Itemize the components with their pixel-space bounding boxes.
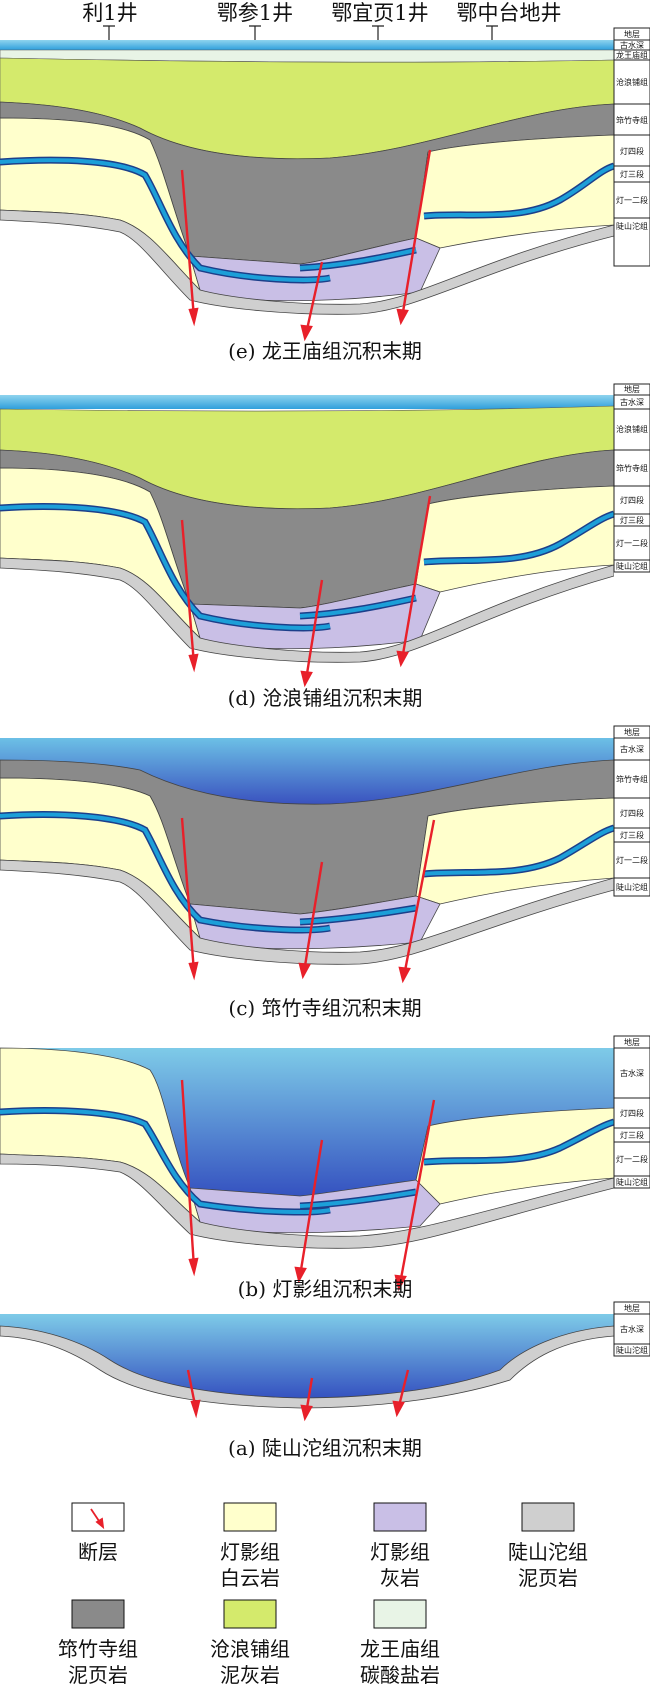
- legend-label-4a: 筇竹寺组: [58, 1637, 138, 1661]
- panel-e-strata-7: 陡山沱组: [616, 221, 648, 231]
- panel-c-section: [0, 738, 614, 984]
- legend-swatch-carbonate: [373, 1599, 427, 1629]
- panel-c-strata-3: 灯三段: [620, 830, 644, 840]
- panel-c-water: [0, 738, 614, 805]
- well-label-eyiye1: 鄂宜页1井: [331, 1, 428, 25]
- panel-b-strata-column: 地层 古水深 灯四段 灯三段 灯一二段 陡山沱组: [613, 1035, 650, 1189]
- panel-c-strata-4: 灯一二段: [616, 855, 648, 865]
- panel-d-strata-0: 古水深: [620, 397, 644, 407]
- well-label-li1: 利1井: [82, 1, 137, 25]
- panel-d-strata-2: 筇竹寺组: [616, 463, 648, 473]
- legend-label-3b: 泥页岩: [518, 1566, 578, 1590]
- panel-e-strata-3: 筇竹寺组: [616, 115, 648, 125]
- panel-c-strata-1: 筇竹寺组: [616, 774, 648, 784]
- panel-d-caption: (d) 沧浪铺组沉积末期: [228, 686, 423, 710]
- panel-b-strata-0: 古水深: [620, 1068, 644, 1078]
- panel-b-strata-3: 灯一二段: [616, 1154, 648, 1164]
- panel-d-section: [0, 395, 614, 688]
- legend-fault-icon: [90, 1508, 105, 1530]
- panel-b-section: [0, 1047, 614, 1292]
- panel-c-faults: [180, 817, 436, 984]
- panel-c-caption: (c) 筇竹寺组沉积末期: [228, 996, 421, 1020]
- panel-e-strata-column: 地层 古水深 龙王庙组 沧浪铺组 筇竹寺组 灯四段 灯三段 灯一二段 陡山沱组: [613, 27, 650, 267]
- panel-a-strata-0: 古水深: [620, 1324, 644, 1334]
- panel-a-header: 地层: [624, 1303, 640, 1313]
- legend-swatch-marl: [223, 1599, 277, 1629]
- panel-d-water: [0, 395, 614, 409]
- panel-e-strata-0: 古水深: [620, 40, 644, 50]
- panel-b-strata-1: 灯四段: [620, 1108, 644, 1118]
- well-labels: 利1井 鄂参1井 鄂宜页1井 鄂中台地井: [82, 1, 561, 25]
- panel-b-strata-4: 陡山沱组: [616, 1177, 648, 1187]
- well-marker-li1: [103, 25, 115, 40]
- well-markers: [103, 25, 498, 40]
- legend: 断层 灯影组 白云岩 灯影组 灰岩 陡山沱组 泥页岩 筇竹寺组 泥页岩 沧浪铺组…: [58, 1502, 588, 1685]
- well-marker-eyiye1: [372, 25, 384, 40]
- panel-e-water: [0, 40, 614, 50]
- panel-c-strata-2: 灯四段: [620, 808, 644, 818]
- well-label-ecan1: 鄂参1井: [217, 1, 293, 25]
- legend-swatch-shale-qzs: [71, 1599, 125, 1629]
- legend-label-4b: 泥页岩: [68, 1663, 128, 1685]
- legend-label-5b: 泥灰岩: [220, 1663, 280, 1685]
- panel-e-strata-2: 沧浪铺组: [616, 77, 648, 87]
- panel-e-blue-marker-left-inner: [0, 158, 331, 282]
- panel-b-water: [0, 1048, 614, 1196]
- legend-label-6a: 龙王庙组: [360, 1637, 440, 1661]
- panel-c-header: 地层: [624, 727, 640, 737]
- legend-swatch-limestone: [373, 1502, 427, 1532]
- panel-e-strata-5: 灯三段: [620, 169, 644, 179]
- panel-b-faults: [180, 1079, 436, 1292]
- panel-e-section: [0, 40, 614, 342]
- panel-c-strata-5: 陡山沱组: [616, 882, 648, 892]
- legend-label-2b: 灰岩: [380, 1566, 420, 1590]
- panel-e-blue-marker-right-inner: [299, 164, 614, 270]
- legend-swatch-dolomite: [223, 1502, 277, 1532]
- panel-b-strata-2: 灯三段: [620, 1130, 644, 1140]
- panel-e-caption: (e) 龙王庙组沉积末期: [228, 339, 422, 363]
- panel-d-blue-marker: [0, 504, 614, 630]
- panel-a-water: [0, 1314, 614, 1398]
- panel-e-faults: [180, 149, 432, 342]
- panel-b-header: 地层: [624, 1037, 640, 1047]
- legend-label-2a: 灯影组: [370, 1540, 430, 1564]
- legend-label-5a: 沧浪铺组: [210, 1637, 290, 1661]
- panel-b-caption: (b) 灯影组沉积末期: [238, 1277, 413, 1301]
- panel-d-header: 地层: [624, 384, 640, 394]
- panel-d-strata-5: 灯一二段: [616, 538, 648, 548]
- legend-label-6b: 碳酸盐岩: [360, 1663, 440, 1685]
- legend-swatch-fault: [71, 1502, 125, 1532]
- panel-a-faults: [186, 1369, 410, 1422]
- legend-label-0: 断层: [78, 1540, 118, 1564]
- legend-label-1b: 白云岩: [220, 1566, 280, 1590]
- panel-d-shale-dsh: [0, 557, 614, 663]
- well-marker-ecan1: [249, 25, 261, 40]
- panel-a-caption: (a) 陡山沱组沉积末期: [228, 1436, 422, 1460]
- panel-d-faults: [180, 495, 432, 688]
- panel-e-header: 地层: [624, 29, 640, 39]
- panel-d-strata-3: 灯四段: [620, 495, 644, 505]
- panel-b-shale-dsh: [0, 1153, 614, 1249]
- panel-c-strata-0: 古水深: [620, 744, 644, 754]
- well-label-ezhongtaidi: 鄂中台地井: [457, 1, 562, 25]
- panel-c-strata-column: 地层 古水深 筇竹寺组 灯四段 灯三段 灯一二段 陡山沱组: [613, 725, 650, 897]
- panel-d-strata-column: 地层 古水深 沧浪铺组 筇竹寺组 灯四段 灯三段 灯一二段 陡山沱组: [613, 383, 650, 573]
- panel-e-strata-4: 灯四段: [620, 146, 644, 156]
- panel-a-shale-dsh: [0, 1325, 614, 1409]
- panel-d-strata-1: 沧浪铺组: [616, 424, 648, 434]
- panel-e-strata-6: 灯一二段: [616, 195, 648, 205]
- legend-swatch-shale-dsh: [521, 1502, 575, 1532]
- legend-label-3a: 陡山沱组: [508, 1540, 588, 1564]
- panel-d-strata-6: 陡山沱组: [616, 561, 648, 571]
- panel-a-section: [0, 1314, 614, 1422]
- panel-a-strata-1: 陡山沱组: [616, 1345, 648, 1355]
- panel-d-strata-4: 灯三段: [620, 515, 644, 525]
- panel-e-dolomite-right: [415, 134, 614, 249]
- well-marker-ezhongtaidi: [486, 25, 498, 40]
- panel-a-strata-column: 地层 古水深 陡山沱组: [613, 1301, 650, 1357]
- panel-b-blue-marker: [0, 1108, 614, 1214]
- legend-label-1a: 灯影组: [220, 1540, 280, 1564]
- panel-e-strata-1: 龙王庙组: [616, 50, 648, 60]
